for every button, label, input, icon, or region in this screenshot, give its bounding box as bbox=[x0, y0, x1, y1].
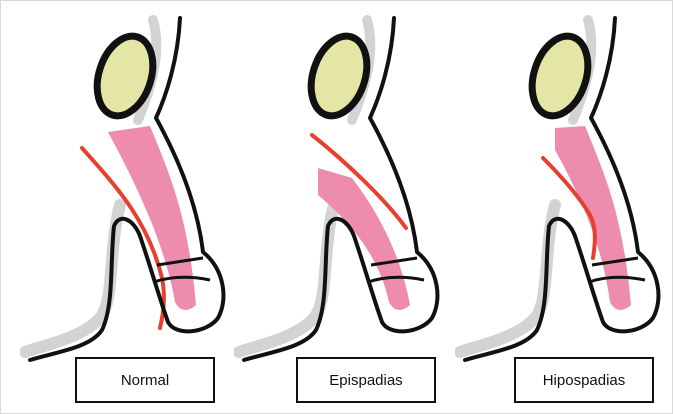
normal-diagram bbox=[20, 0, 230, 414]
label-epispadias-text: Epispadias bbox=[329, 372, 402, 389]
pubic-bone bbox=[302, 29, 377, 123]
pubic-bone bbox=[523, 29, 598, 123]
label-hipospadias-text: Hipospadias bbox=[543, 372, 626, 389]
skin-shadow bbox=[460, 205, 555, 352]
pubic-bone bbox=[88, 29, 163, 123]
epispadias-diagram bbox=[234, 0, 444, 414]
label-normal: Normal bbox=[75, 357, 215, 403]
skin-shadow bbox=[25, 205, 120, 352]
label-normal-text: Normal bbox=[121, 372, 169, 389]
label-epispadias: Epispadias bbox=[296, 357, 436, 403]
hipospadias-diagram bbox=[455, 0, 665, 414]
skin-shadow bbox=[239, 205, 334, 352]
label-hipospadias: Hipospadias bbox=[514, 357, 654, 403]
